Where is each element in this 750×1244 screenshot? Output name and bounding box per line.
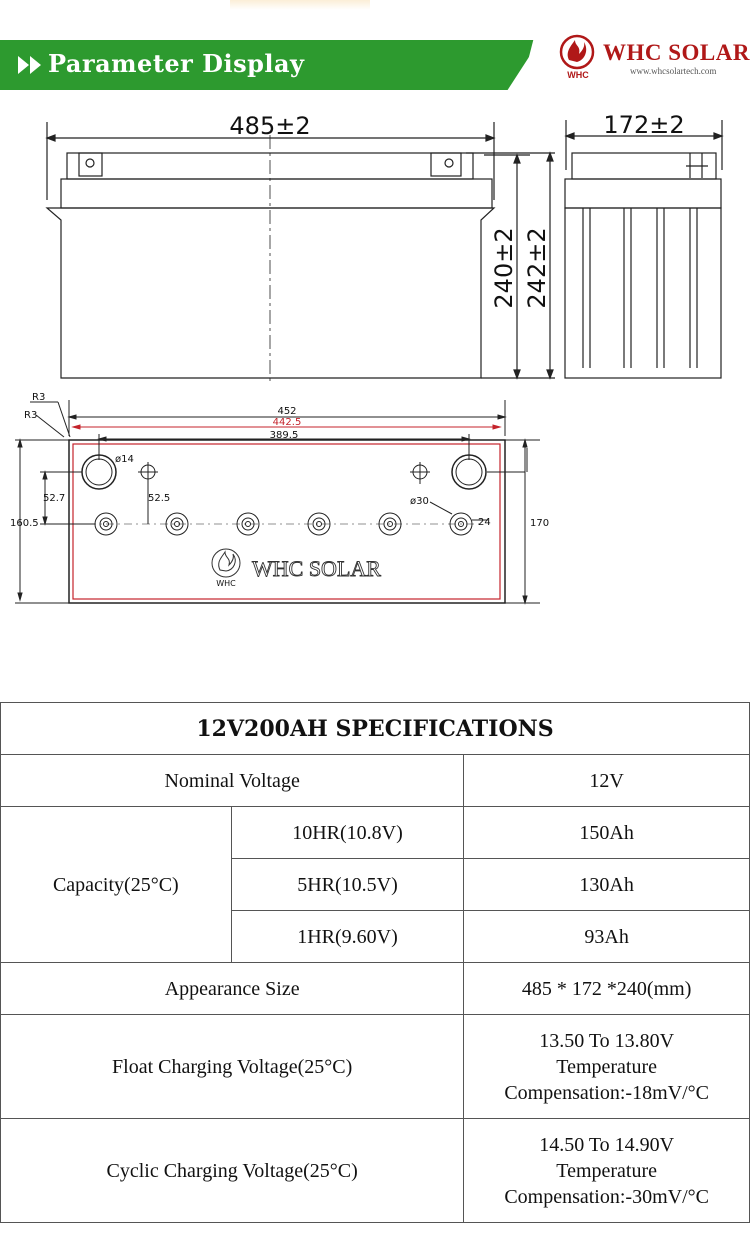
capacity-rate: 5HR(10.5V) — [230, 858, 465, 911]
section-banner: Parameter Display — [0, 40, 540, 90]
total-height-dim: 242±2 — [523, 227, 551, 308]
inner-width-dim: 442.5 — [273, 417, 302, 428]
side-view — [564, 120, 724, 379]
capacity-value: 130Ah — [463, 858, 750, 911]
appearance-label: Appearance Size — [0, 962, 465, 1015]
capacity-rate: 1HR(9.60V) — [230, 910, 465, 963]
table-row: Cyclic Charging Voltage(25°C) 14.50 To 1… — [0, 1118, 750, 1223]
radius-bottom-label: R3 — [24, 410, 37, 421]
terminal-spacing-dim: 389.5 — [270, 430, 299, 441]
battery-dimension-drawing: 485±2 240±2 242±2 172±2 — [10, 111, 724, 605]
table-row: Appearance Size 485 * 172 *240(mm) — [0, 962, 750, 1015]
float-value: 13.50 To 13.80V Temperature Compensation… — [463, 1014, 750, 1119]
appearance-value: 485 * 172 *240(mm) — [463, 962, 750, 1015]
brand-area — [520, 20, 750, 92]
table-row: Float Charging Voltage(25°C) 13.50 To 13… — [0, 1014, 750, 1119]
double-arrow-icon — [18, 56, 41, 74]
top-glow — [230, 0, 370, 10]
depth-left-dim: 160.5 — [10, 518, 39, 529]
cell-diameter-label: ø30 — [410, 496, 429, 507]
table-row: Capacity(25°C) 10HR(10.8V) 150Ah — [0, 806, 750, 963]
spec-table: 12V200AH SPECIFICATIONS Nominal Voltage … — [0, 702, 750, 1223]
capacity-value: 150Ah — [463, 806, 750, 859]
lid-logo-icon — [211, 548, 241, 578]
float-label: Float Charging Voltage(25°C) — [0, 1014, 465, 1119]
nominal-voltage-value: 12V — [463, 754, 750, 807]
terminal-diameter-label: ø14 — [115, 454, 134, 465]
front-view — [45, 122, 555, 382]
height-dim: 240±2 — [490, 227, 518, 308]
top-view — [15, 400, 540, 605]
svg-text:WHC: WHC — [567, 70, 589, 80]
radius-top-label: R3 — [32, 392, 45, 403]
table-row: Nominal Voltage 12V — [0, 754, 750, 807]
float-voltage-range: 13.50 To 13.80V — [539, 1029, 675, 1052]
width-dim: 172±2 — [603, 111, 684, 139]
table-row: 1HR(9.60V) 93Ah — [1, 910, 750, 963]
lid-logo-text: WHC — [216, 579, 236, 588]
brand-name: WHC SOLAR — [603, 40, 750, 65]
float-temperature: Temperature — [556, 1055, 658, 1078]
capacity-rate: 10HR(10.8V) — [230, 806, 465, 859]
section-title: Parameter Display — [48, 49, 305, 78]
depth-right-dim: 170 — [530, 518, 549, 529]
cell-spacing-dim: 24 — [478, 517, 491, 528]
table-row: 5HR(10.5V) 130Ah — [1, 858, 750, 911]
vent-offset-left-dim: 52.7 — [43, 493, 65, 504]
vent-offset-right-dim: 52.5 — [148, 493, 170, 504]
cyclic-compensation: Compensation:-30mV/°C — [504, 1185, 709, 1208]
capacity-label: Capacity(25°C) — [0, 806, 232, 963]
whc-logo-icon: WHC — [559, 34, 595, 80]
float-compensation: Compensation:-18mV/°C — [504, 1081, 709, 1104]
cyclic-voltage-range: 14.50 To 14.90V — [539, 1133, 675, 1156]
outer-width-dim: 452 — [277, 406, 296, 417]
cyclic-label: Cyclic Charging Voltage(25°C) — [0, 1118, 465, 1223]
brand-url[interactable]: www.whcsolartech.com — [630, 66, 717, 76]
length-dim: 485±2 — [229, 112, 310, 140]
cyclic-temperature: Temperature — [556, 1159, 658, 1182]
cyclic-value: 14.50 To 14.90V Temperature Compensation… — [463, 1118, 750, 1223]
spec-title: 12V200AH SPECIFICATIONS — [0, 702, 750, 755]
nominal-voltage-label: Nominal Voltage — [0, 754, 465, 807]
capacity-value: 93Ah — [463, 910, 750, 963]
lid-brand-text: WHC SOLAR — [252, 556, 381, 581]
